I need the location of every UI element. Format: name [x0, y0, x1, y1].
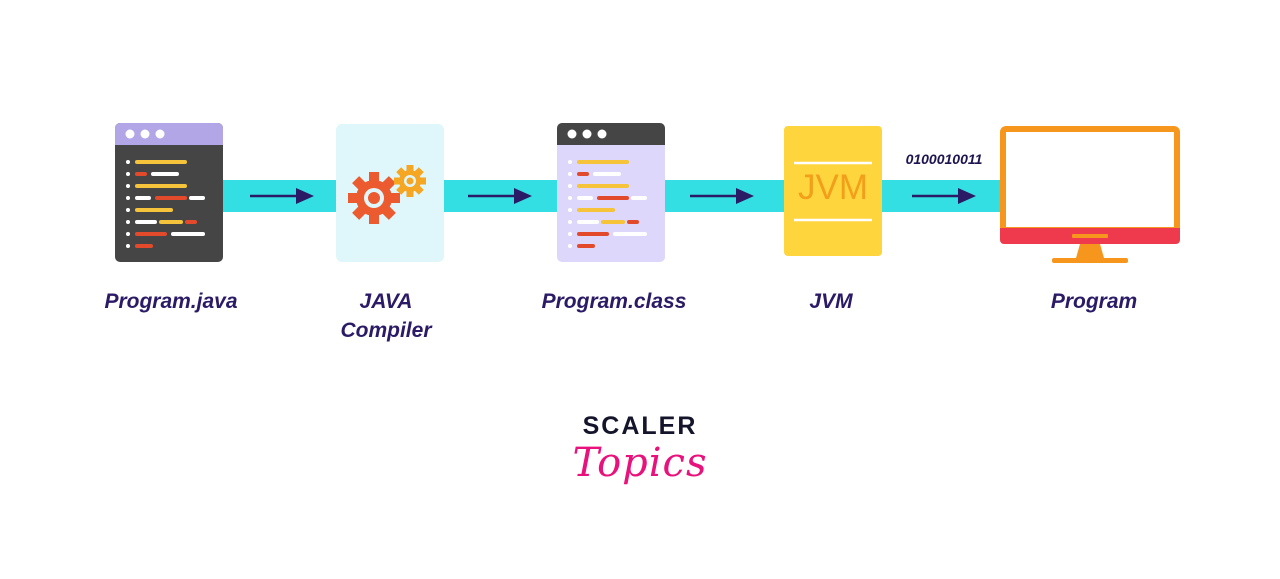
arrow-1	[250, 188, 314, 204]
code-window-icon	[115, 123, 223, 262]
logo-wordmark-topics: Topics	[572, 440, 708, 486]
node-label-program-class: Program.class	[541, 290, 687, 313]
jvm-document-icon: JVM	[784, 126, 882, 256]
arrow-4	[912, 188, 976, 204]
scaler-topics-logo: SCALER Topics	[560, 412, 720, 504]
arrow-2	[468, 188, 532, 204]
logo-wordmark-scaler: SCALER	[582, 412, 698, 440]
node-label-program: Program	[1050, 290, 1138, 313]
jvm-icon-text: JVM	[798, 168, 868, 207]
gears-icon	[336, 124, 444, 262]
monitor-icon	[1000, 126, 1180, 263]
node-label-program-java: Program.java	[104, 290, 238, 313]
binary-label: 0100010011	[905, 151, 983, 167]
bytecode-window-icon	[557, 123, 665, 262]
arrow-3	[690, 188, 754, 204]
node-label-java-compiler: JAVA Compiler	[340, 290, 432, 342]
node-label-jvm: JVM	[809, 290, 853, 313]
